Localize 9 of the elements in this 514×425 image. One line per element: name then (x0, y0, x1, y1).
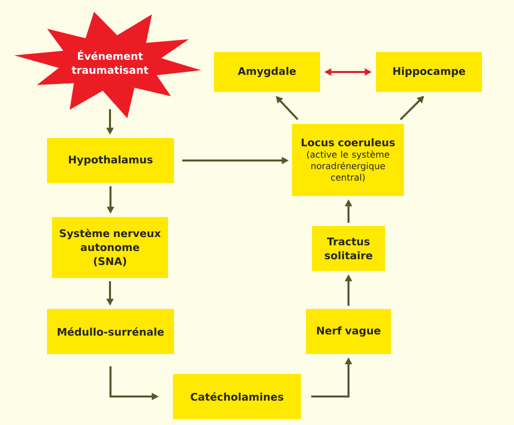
process-box: Médullo-surrénale (47, 309, 174, 354)
process-box: Catécholamines (173, 374, 301, 419)
process-box: Hypothalamus (47, 138, 174, 183)
process-box: Locus coeruleus (active le système noradrénergique central) (292, 124, 404, 196)
process-box: Système nerveux autonome (SNA) (52, 217, 168, 278)
process-box: Amygdale (214, 52, 320, 92)
process-box: Tractus solitaire (312, 226, 385, 271)
process-box: Nerf vague (306, 309, 391, 354)
process-box: Hippocampe (376, 52, 482, 92)
